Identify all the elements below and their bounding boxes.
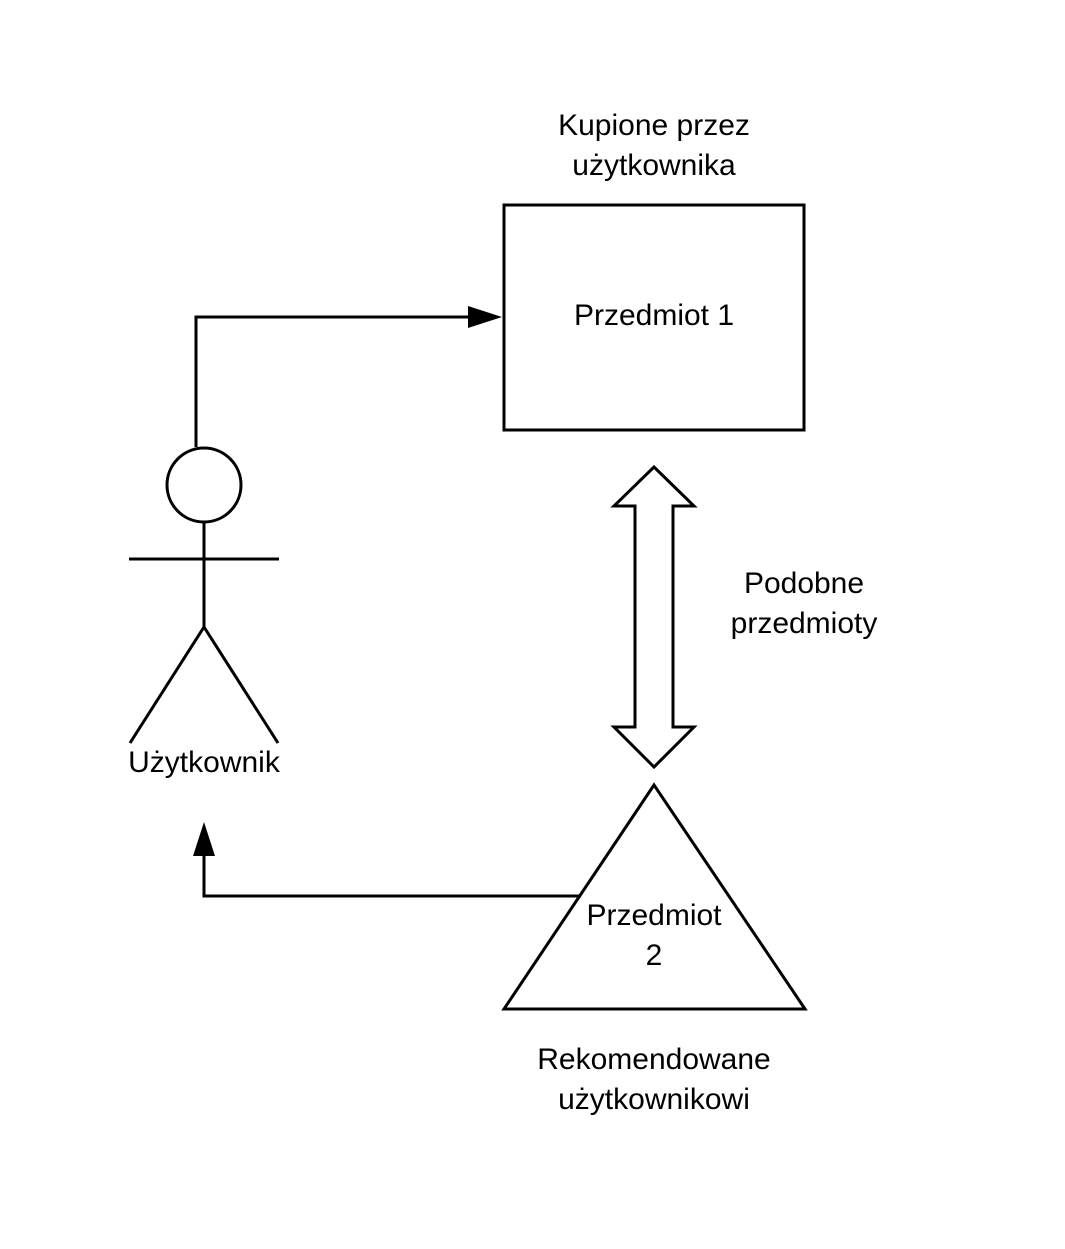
purchased-caption-line1: Kupione przez — [558, 109, 750, 142]
recommended-caption-line1: Rekomendowane — [537, 1043, 770, 1076]
user-label: Użytkownik — [128, 746, 281, 779]
purchased-caption-line2: użytkownika — [572, 149, 736, 182]
item2-to-user-connector — [202, 856, 581, 898]
actor-head — [165, 446, 243, 524]
item1-box — [502, 203, 806, 432]
user-to-item1-arrowhead — [468, 306, 502, 328]
similar-caption-line2: przedmioty — [731, 607, 878, 640]
similar-caption-line1: Podobne — [744, 567, 864, 600]
item2-to-user-arrowhead — [193, 822, 215, 856]
item1-label: Przedmiot 1 — [574, 299, 734, 332]
actor-right-leg — [202, 626, 280, 744]
similarity-double-arrow-icon — [610, 464, 698, 770]
actor-left-leg — [128, 626, 206, 744]
item2-label-line1: Przedmiot — [586, 899, 722, 932]
recommended-caption-line2: użytkownikowi — [558, 1083, 750, 1116]
user-to-item1-connector — [194, 315, 470, 447]
item2-label-line2: 2 — [646, 939, 663, 972]
user-actor-icon — [128, 446, 280, 744]
